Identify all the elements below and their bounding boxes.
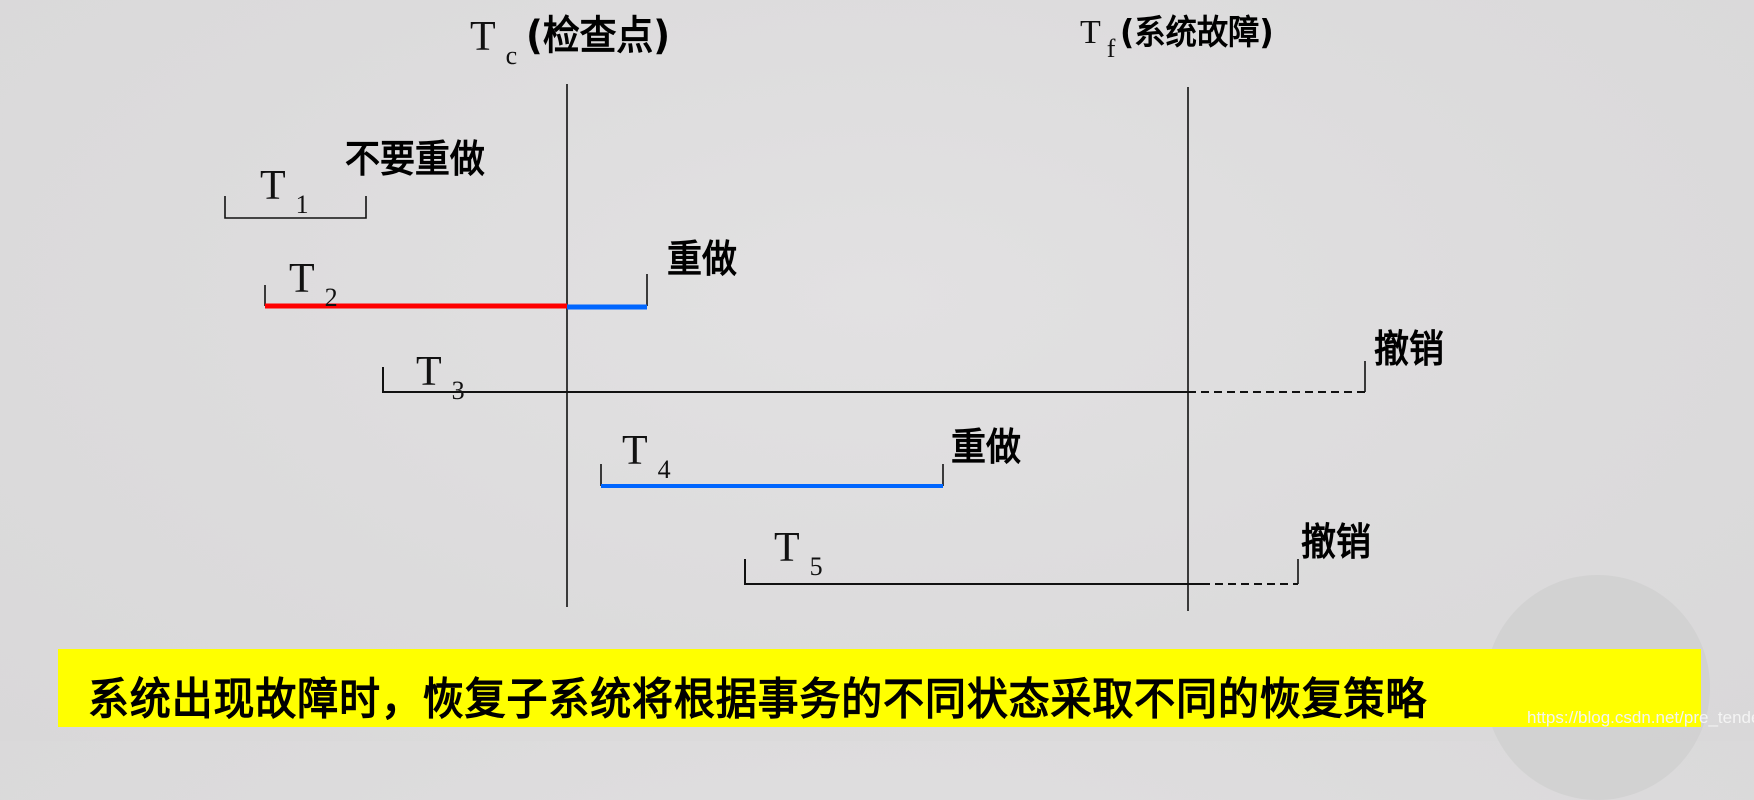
t3-action: 撤销	[1374, 327, 1444, 371]
summary-banner: 系统出现故障时，恢复子系统将根据事务的不同状态采取不同的恢复策略	[58, 649, 1701, 727]
failure-label: (系统故障)	[1120, 13, 1274, 53]
t5-span-solid	[744, 559, 1202, 585]
t1-action: 不要重做	[345, 137, 485, 181]
t4-action: 重做	[951, 425, 1021, 469]
banner-text: 系统出现故障时，恢复子系统将根据事务的不同状态采取不同的恢复策略	[88, 674, 1428, 725]
t3-span-solid	[382, 367, 1188, 393]
t1-span	[224, 196, 367, 219]
watermark-text: https://blog.csdn.net/pre_tender	[1527, 708, 1754, 727]
timeline-diagram	[224, 84, 1366, 611]
t2-action: 重做	[667, 237, 737, 281]
t5-action: 撤销	[1301, 520, 1371, 564]
checkpoint-label: (检查点)	[526, 13, 671, 59]
